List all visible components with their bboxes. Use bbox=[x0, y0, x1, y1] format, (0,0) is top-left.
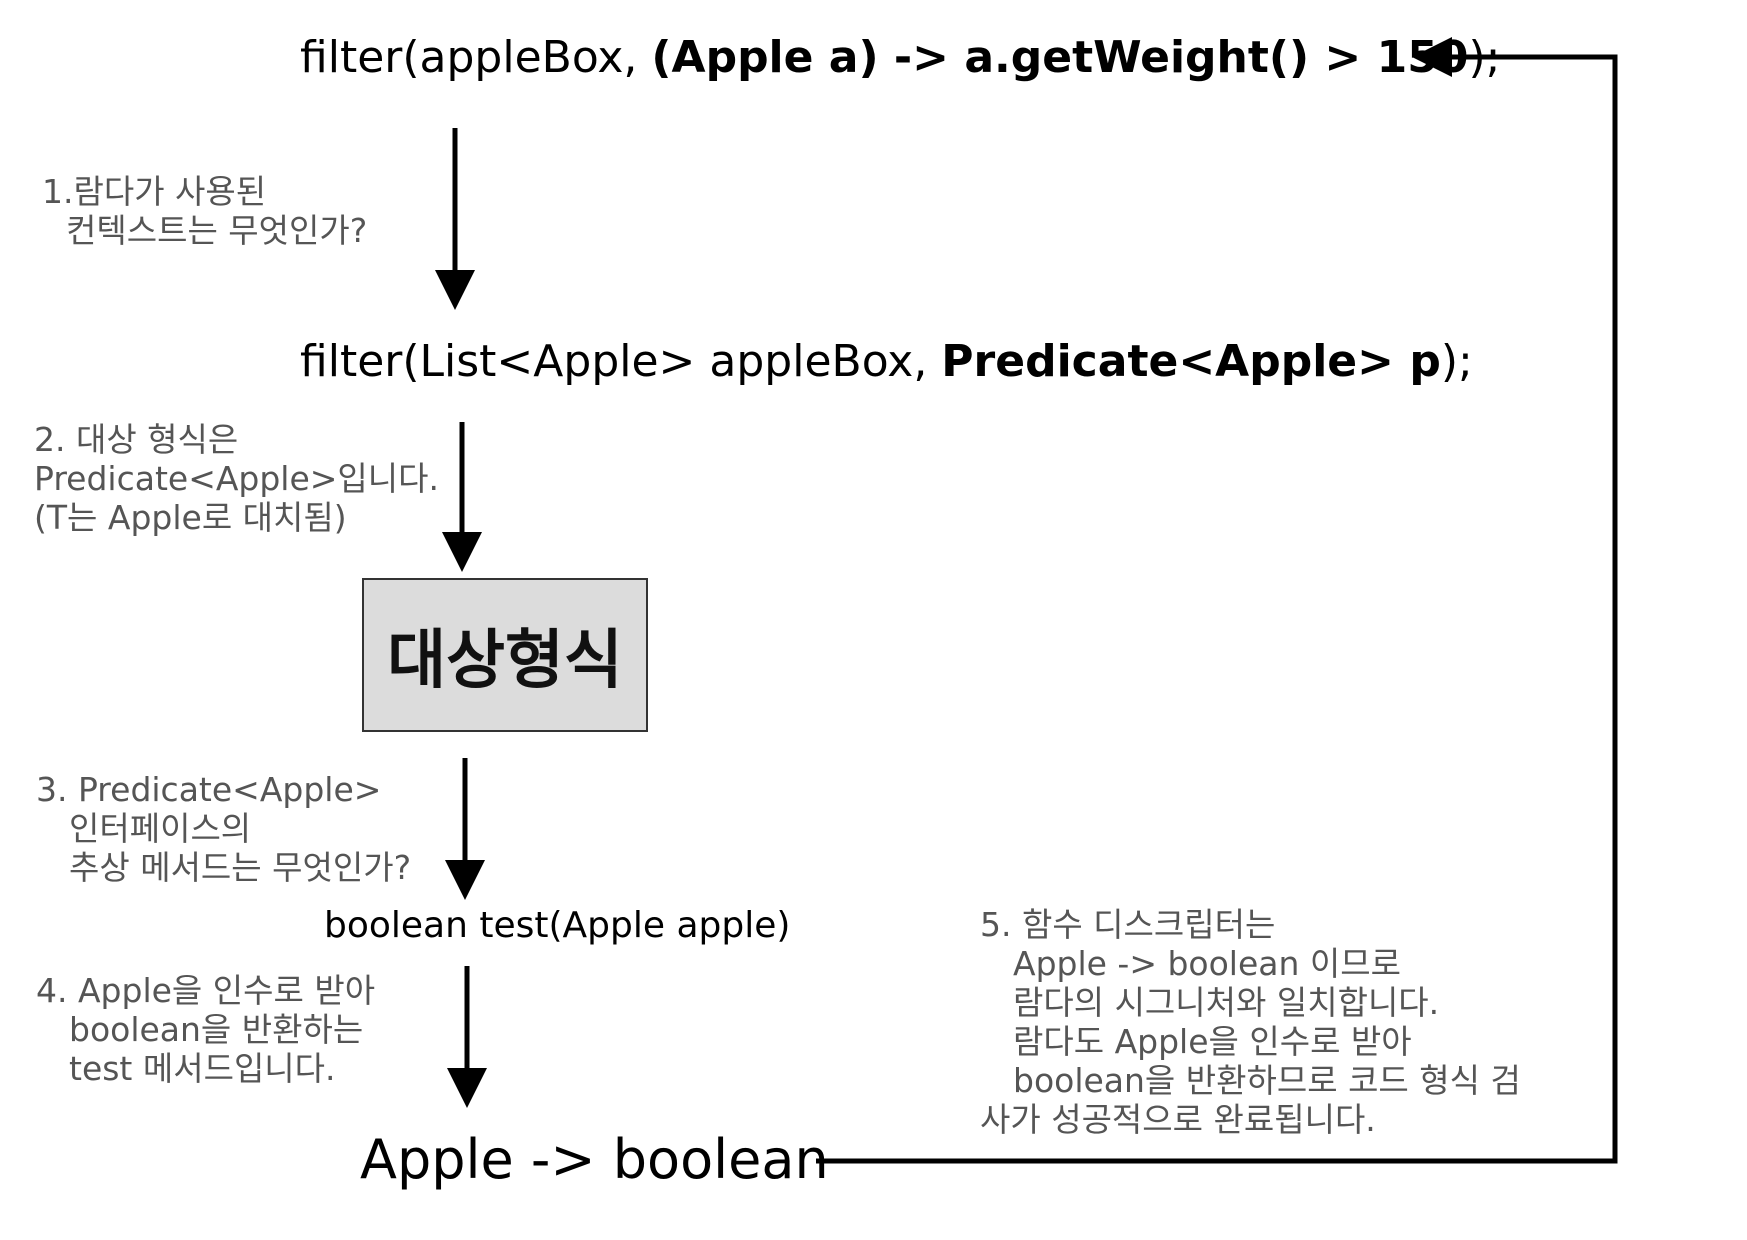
lambda-expression: (Apple a) -> a.getWeight() > 150 bbox=[651, 32, 1469, 83]
step-4-line-2: boolean을 반환하는 bbox=[69, 1010, 364, 1049]
step-3-note: 3. Predicate<Apple> 인터페이스의 추상 메서드는 무엇인가? bbox=[36, 770, 411, 887]
step-4-note: 4. Apple을 인수로 받아 boolean을 반환하는 test 메서드입… bbox=[36, 971, 375, 1088]
step-2-line-3: (T는 Apple로 대치됨) bbox=[34, 498, 347, 537]
step-5-line-1: 5. 함수 디스크립터는 bbox=[980, 905, 1276, 944]
declaration-prefix: filter(List<Apple> appleBox, bbox=[300, 336, 942, 387]
step-5-line-5: boolean을 반환하므로 코드 형식 검 bbox=[1013, 1061, 1521, 1100]
step-5-line-3: 람다의 시그니처와 일치합니다. bbox=[1013, 983, 1440, 1022]
step-4-line-1: 4. Apple을 인수로 받아 bbox=[36, 971, 376, 1010]
declaration-suffix: ); bbox=[1440, 336, 1473, 387]
step-2-note: 2. 대상 형식은 Predicate<Apple>입니다. (T는 Apple… bbox=[34, 420, 439, 537]
step-3-line-2: 인터페이스의 bbox=[69, 809, 252, 848]
step-1-line-2: 컨텍스트는 무엇인가? bbox=[66, 211, 368, 250]
lambda-usage-line: filter(appleBox, (Apple a) -> a.getWeigh… bbox=[300, 36, 1500, 80]
target-type-box: 대상형식 bbox=[362, 578, 648, 732]
step-2-line-1: 2. 대상 형식은 bbox=[34, 420, 239, 459]
filter-call-prefix: filter(appleBox, bbox=[300, 32, 652, 83]
step-5-line-4: 람다도 Apple을 인수로 받아 bbox=[1013, 1022, 1412, 1061]
step-5-line-6: 사가 성공적으로 완료됩니다. bbox=[980, 1100, 1376, 1139]
step-1-note: 1.람다가 사용된 컨텍스트는 무엇인가? bbox=[42, 172, 367, 250]
arrow-feedback-loop bbox=[816, 37, 1618, 1164]
target-type-label: 대상형식 bbox=[387, 624, 623, 698]
filter-declaration-line: filter(List<Apple> appleBox, Predicate<A… bbox=[300, 340, 1473, 384]
step-3-line-3: 추상 메서드는 무엇인가? bbox=[69, 848, 412, 887]
step-5-note: 5. 함수 디스크립터는 Apple -> boolean 이므로 람다의 시그… bbox=[980, 905, 1521, 1139]
predicate-parameter: Predicate<Apple> p bbox=[941, 336, 1441, 387]
step-5-line-2: Apple -> boolean 이므로 bbox=[1013, 944, 1401, 983]
step-3-line-1: 3. Predicate<Apple> bbox=[36, 770, 382, 809]
step-4-line-3: test 메서드입니다. bbox=[69, 1049, 336, 1088]
step-2-line-2: Predicate<Apple>입니다. bbox=[34, 459, 439, 498]
step-1-line-1: 1.람다가 사용된 bbox=[42, 172, 267, 211]
abstract-method-signature: boolean test(Apple apple) bbox=[324, 905, 791, 946]
function-descriptor: Apple -> boolean bbox=[360, 1128, 829, 1191]
